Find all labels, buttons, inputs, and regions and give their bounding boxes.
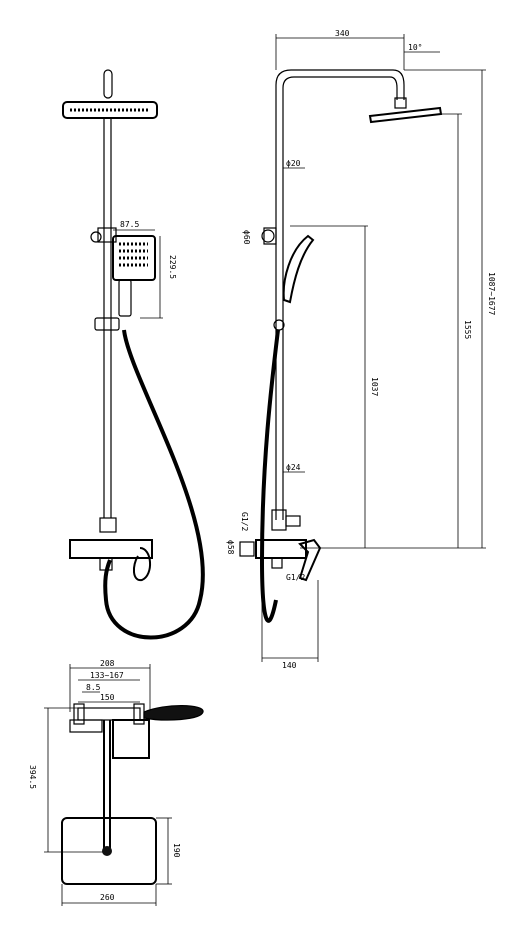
side-dim-1037-label: 1037 <box>370 377 379 396</box>
front-hose <box>103 329 205 640</box>
top-dim-394-5: 394.5 <box>28 707 104 853</box>
front-diverter <box>99 517 117 533</box>
top-dim-spacing: 133~167 <box>78 671 140 681</box>
side-handshower <box>282 234 315 304</box>
front-view: 87.5 229.5 <box>62 69 205 640</box>
top-dim-spacing-label: 133~167 <box>90 671 124 680</box>
side-diverter-knob <box>285 515 301 527</box>
front-handshower-handle <box>118 279 132 317</box>
side-holder-knob <box>261 229 275 243</box>
front-dim-229-5-label: 229.5 <box>168 255 177 279</box>
top-dim-394-5-label: 394.5 <box>28 765 37 789</box>
side-dim-140: 140 <box>261 580 319 670</box>
side-rain-head <box>368 106 443 124</box>
top-diverter <box>69 719 103 733</box>
front-handshower-head <box>112 235 156 281</box>
side-dim-angle-label: 10° <box>408 43 422 52</box>
side-dim-phi20: ϕ20 <box>283 159 305 169</box>
side-dim-140-label: 140 <box>282 661 297 670</box>
side-diverter <box>271 509 287 531</box>
side-view: 340 10° ϕ20 ϕ60 1037 1555 <box>226 29 496 670</box>
side-thread-top-label: G1/2 <box>240 512 249 531</box>
front-mixer-lever <box>132 547 151 582</box>
top-mixer-body <box>77 707 141 721</box>
side-dim-phi60-label: ϕ60 <box>242 230 251 245</box>
side-holder-bracket <box>263 227 277 245</box>
front-dim-87-5: 87.5 <box>113 220 155 231</box>
top-dim-8-5-label: 8.5 <box>86 683 101 692</box>
side-mixer-lever <box>298 538 322 582</box>
side-dim-phi20-label: ϕ20 <box>286 159 301 168</box>
side-riser-inner <box>282 76 398 520</box>
side-thread-bottom-label: G1/2 <box>286 573 305 582</box>
front-spout <box>99 557 113 571</box>
top-spout-body <box>112 719 150 759</box>
side-dim-340-label: 340 <box>335 29 350 38</box>
side-dim-340: 340 <box>275 29 405 70</box>
side-riser-outer <box>275 69 405 520</box>
top-dim-190: 190 <box>156 817 181 885</box>
side-dim-1555-label: 1555 <box>463 320 472 339</box>
top-dim-190-label: 190 <box>172 843 181 858</box>
side-dim-angle: 10° <box>404 43 440 53</box>
top-dim-8-5: 8.5 <box>82 683 101 693</box>
side-dim-range: 1087~1677 <box>404 69 496 548</box>
top-rain-head <box>61 817 157 885</box>
side-slider <box>273 319 285 331</box>
top-view: 208 133~167 8.5 150 394. <box>28 659 204 906</box>
top-dim-150-label: 150 <box>100 693 115 702</box>
front-dim-87-5-label: 87.5 <box>120 220 139 229</box>
top-dim-260: 260 <box>61 884 157 906</box>
front-riser-top-cap <box>103 69 113 99</box>
side-spout <box>271 557 283 569</box>
side-phi58-label: ϕ58 <box>226 540 235 555</box>
top-left-connector <box>73 703 85 725</box>
side-hose <box>259 329 280 623</box>
front-holder-knob <box>90 231 102 243</box>
side-wall-connector <box>239 541 255 557</box>
top-dim-260-label: 260 <box>100 893 115 902</box>
front-mixer-body <box>69 539 153 559</box>
side-dim-1555: 1555 <box>441 113 472 548</box>
front-handshower-nozzles <box>119 242 148 267</box>
top-dim-208: 208 <box>69 659 151 712</box>
top-dim-150: 150 <box>78 693 140 703</box>
front-slider-bracket <box>94 317 120 331</box>
front-dim-229-5: 229.5 <box>140 236 177 319</box>
side-dim-1037: 1037 <box>290 225 379 548</box>
side-dim-range-label: 1087~1677 <box>487 272 496 316</box>
side-dim-phi24-label: ϕ24 <box>286 463 301 472</box>
top-lever <box>143 705 204 721</box>
side-dim-phi24: ϕ24 <box>283 463 305 473</box>
top-head-connector <box>102 846 112 856</box>
side-head-connector <box>394 97 407 109</box>
front-rain-head <box>62 101 158 119</box>
top-dim-208-label: 208 <box>100 659 115 668</box>
